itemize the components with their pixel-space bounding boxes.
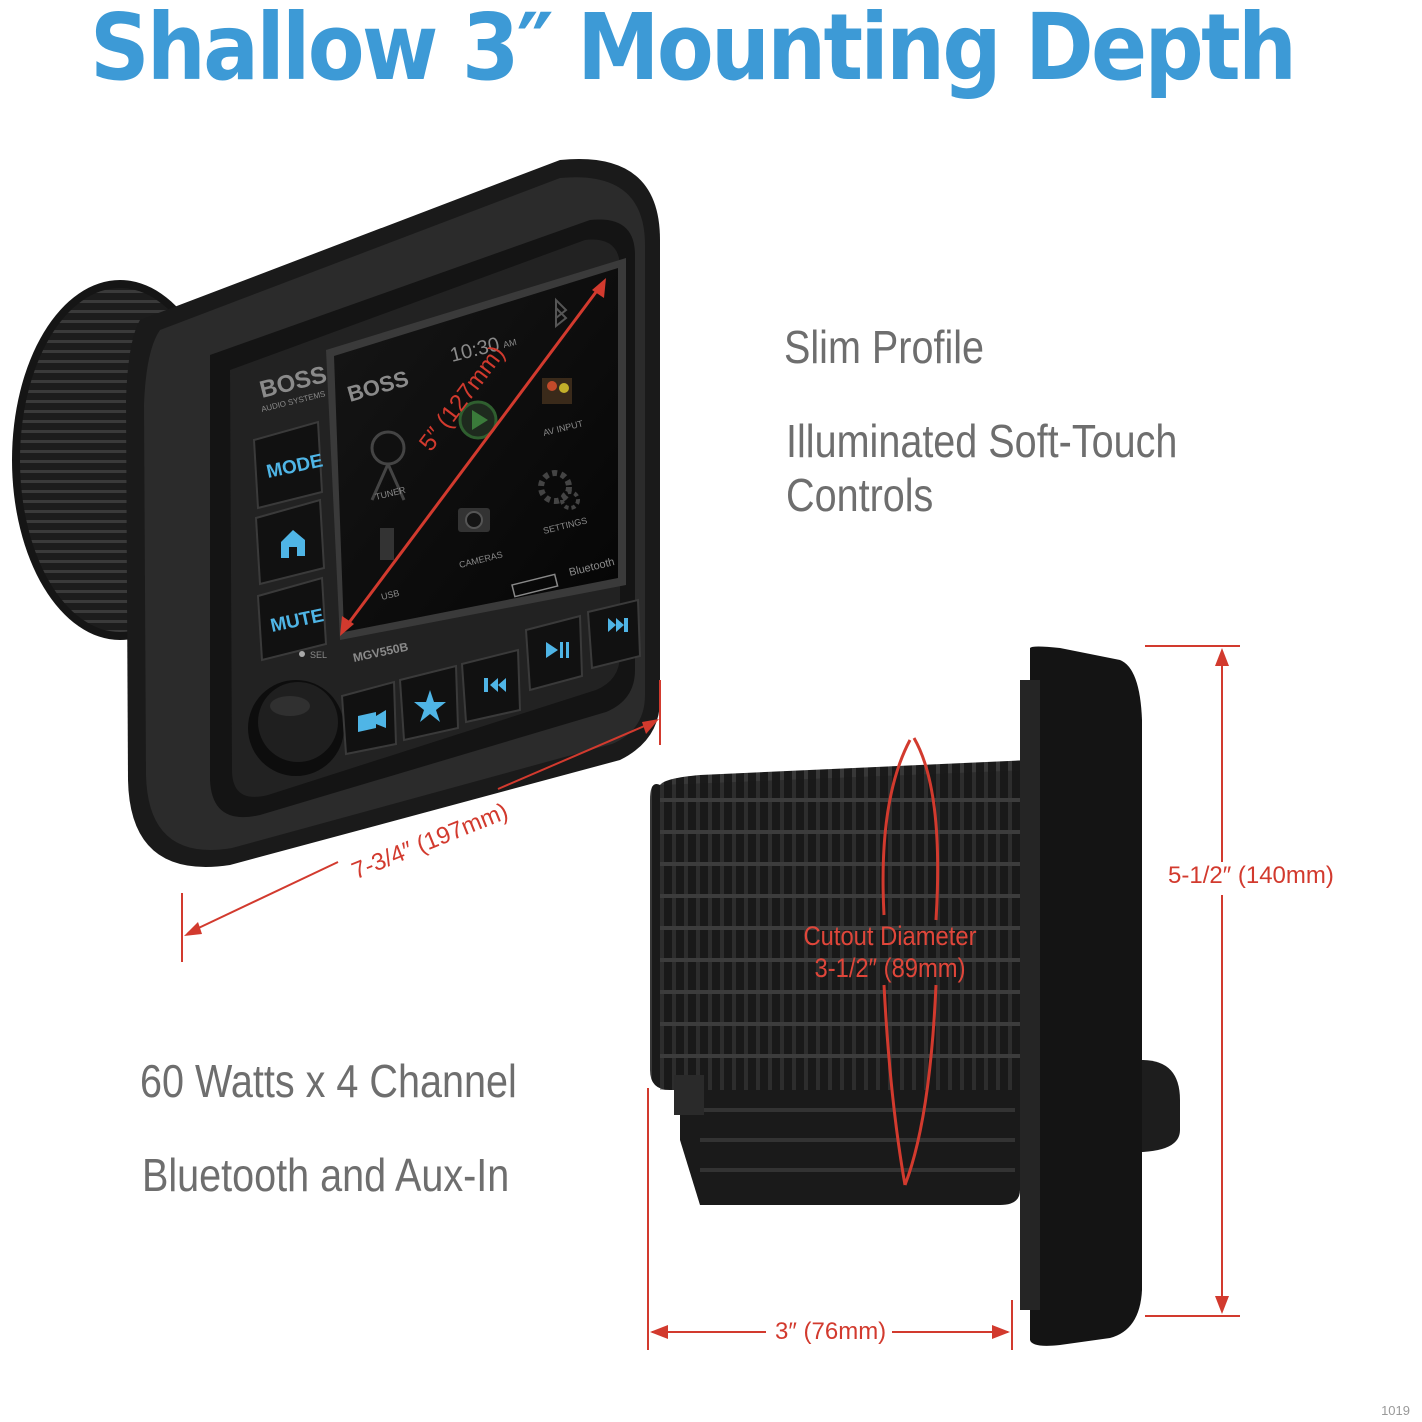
- soundcore-badge: [511, 573, 559, 598]
- image-id: 1019: [1381, 1403, 1410, 1418]
- play-pause-button[interactable]: [524, 614, 584, 692]
- media-icon[interactable]: [458, 400, 498, 440]
- camera-icon: [358, 710, 386, 732]
- side-unit-bezel: [1020, 646, 1180, 1346]
- next-icon: [608, 618, 628, 632]
- favorite-button[interactable]: [398, 664, 460, 742]
- depth-dimension-line: [647, 1088, 1013, 1350]
- cameras-icon[interactable]: [458, 508, 490, 532]
- feature-power: 60 Watts x 4 Channel: [140, 1055, 517, 1107]
- mode-button[interactable]: [252, 420, 324, 510]
- camera-button[interactable]: [340, 680, 398, 756]
- width-dimension-line: [181, 680, 661, 962]
- depth-label: 3″ (76mm): [775, 1318, 887, 1345]
- feature-slim-profile: Slim Profile: [784, 321, 985, 373]
- volume-knob[interactable]: [248, 680, 344, 776]
- mute-button[interactable]: [256, 576, 328, 662]
- usb-icon[interactable]: [380, 528, 394, 560]
- home-icon: [281, 530, 305, 558]
- home-button[interactable]: [254, 498, 326, 586]
- tuner-icon[interactable]: [370, 430, 406, 501]
- feature-illuminated-controls-line1: Illuminated Soft-Touch: [786, 415, 1178, 467]
- settings-icon[interactable]: [538, 470, 580, 510]
- feature-bluetooth: Bluetooth and Aux-In: [142, 1149, 510, 1201]
- bluetooth-status-icon: [555, 297, 568, 329]
- page-title: Shallow 3″ Mounting Depth: [90, 0, 1297, 101]
- previous-track-button[interactable]: [460, 648, 522, 724]
- next-track-button[interactable]: [586, 598, 642, 670]
- av-input-icon[interactable]: [542, 378, 572, 404]
- height-dimension-line: [1145, 645, 1240, 1317]
- star-icon: [414, 690, 446, 722]
- feature-illuminated-controls-line2: Controls: [786, 469, 934, 521]
- sel-label: SEL: [310, 650, 327, 660]
- tile-usb-label: USB: [380, 588, 400, 602]
- cutout-diameter-ellipse: [881, 737, 940, 1186]
- screen-time-suffix: AM: [502, 337, 518, 350]
- height-label: 5-1/2″ (140mm): [1168, 862, 1334, 889]
- cutout-value: 3-1/2″ (89mm): [814, 953, 966, 983]
- cutout-title: Cutout Diameter: [803, 921, 977, 951]
- screen-diagonal-arrow: [340, 278, 606, 636]
- sel-indicator: [299, 651, 305, 657]
- previous-icon: [484, 678, 506, 692]
- play-pause-icon: [546, 642, 569, 658]
